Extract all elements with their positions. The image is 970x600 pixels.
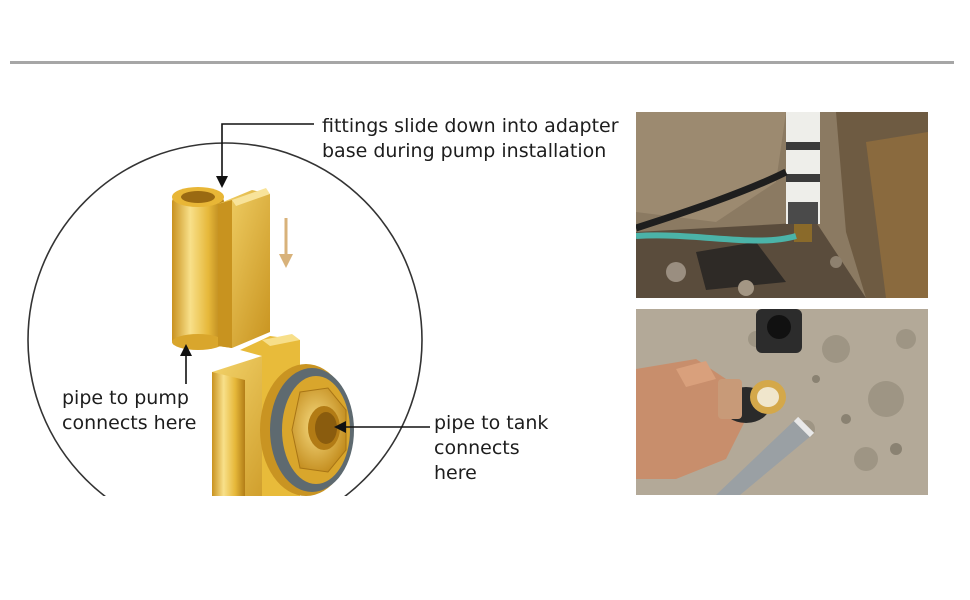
- leader-pump-arrowhead: [180, 344, 192, 356]
- photo-trench-pipe: [636, 112, 928, 298]
- label-pump-line2: connects here: [62, 412, 197, 434]
- label-fittings-line2: base during pump installation: [322, 140, 607, 162]
- header-divider: [10, 61, 954, 64]
- adapter-base: [212, 334, 354, 496]
- slide-down-icon: [279, 218, 293, 268]
- label-pipe-to-pump: pipe to pump connects here: [62, 386, 197, 436]
- leader-top: [221, 123, 314, 178]
- label-pipe-to-tank: pipe to tank connects here: [434, 411, 548, 486]
- label-tank-line1: pipe to tank: [434, 412, 549, 434]
- photo-hand-fitting: [636, 309, 928, 495]
- detail-circle: [27, 142, 423, 496]
- upper-fitting: [172, 187, 270, 350]
- leader-tank-arrowhead: [334, 421, 346, 433]
- label-fittings-line1: fittings slide down into adapter: [322, 115, 619, 137]
- label-pump-line1: pipe to pump: [62, 387, 189, 409]
- leader-top-arrowhead: [216, 176, 228, 188]
- label-fittings: fittings slide down into adapter base du…: [322, 114, 619, 164]
- pitless-adapter-diagram: [27, 123, 430, 496]
- label-tank-line3: here: [434, 462, 477, 484]
- label-tank-line2: connects: [434, 437, 520, 459]
